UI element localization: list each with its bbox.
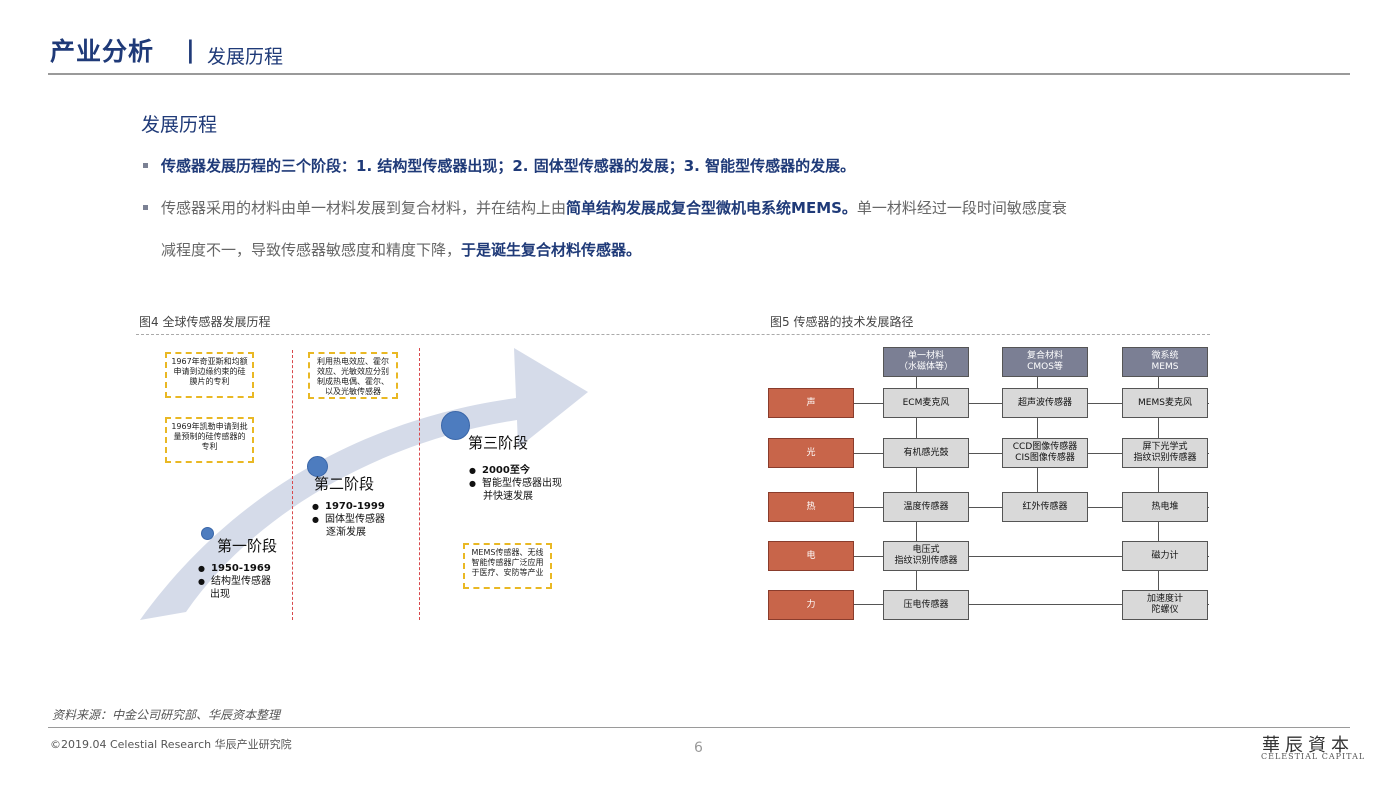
company-logo-en: CELESTIAL CAPITAL [1261, 752, 1366, 761]
row-label-force: 力 [768, 590, 854, 620]
bullet-emphasis: 简单结构发展成复合型微机电系统MEMS。 [566, 199, 857, 217]
column-header-text: （水磁体等） [898, 362, 953, 372]
stage-3-desc: 智能型传感器出现 [469, 477, 562, 490]
tech-box-text: 陀螺仪 [1151, 605, 1179, 615]
tech-box: 热电堆 [1122, 492, 1208, 522]
tech-box: 有机感光鼓 [883, 438, 969, 468]
tech-box: 压电传感器 [883, 590, 969, 620]
tech-box: ECM麦克风 [883, 388, 969, 418]
header-rule [48, 73, 1350, 75]
tech-box: 电压式指纹识别传感器 [883, 541, 969, 571]
stage-3-desc-cont: 并快速发展 [483, 491, 533, 502]
stage-dot [201, 527, 214, 540]
note-box: 1969年凯勒申请到批量预制的硅传感器的专利 [165, 417, 254, 463]
row-label-heat: 热 [768, 492, 854, 522]
stage-dot [441, 411, 470, 440]
title-divider: | [186, 36, 195, 64]
fig4-timeline: 1967年奇亚斯和均额申请到边缘约束的硅膜片的专利 1969年凯勒申请到批量预制… [136, 340, 606, 625]
stage-divider [419, 348, 420, 620]
column-header-text: 复合材料 [1026, 351, 1063, 361]
stage-2-desc: 固体型传感器 [312, 513, 385, 526]
footer-rule [48, 727, 1350, 728]
stage-3-list: 2000至今 智能型传感器出现 并快速发展 [469, 464, 562, 503]
note-box: 1967年奇亚斯和均额申请到边缘约束的硅膜片的专利 [165, 352, 254, 398]
bullet-marker [143, 205, 148, 210]
column-header-text: MEMS [1151, 362, 1179, 372]
tech-box: 红外传感器 [1002, 492, 1088, 522]
section-title: 发展历程 [141, 114, 218, 136]
row-connector [854, 604, 1209, 605]
page-title: 产业分析 [50, 37, 155, 66]
column-header-text: 单一材料 [907, 351, 944, 361]
tech-box-text: 指纹识别传感器 [894, 556, 958, 566]
tech-box-text: CIS图像传感器 [1015, 453, 1075, 463]
tech-box: 磁力计 [1122, 541, 1208, 571]
row-label-light: 光 [768, 438, 854, 468]
row-label-electric: 电 [768, 541, 854, 571]
bullet-materials-line1: 传感器采用的材料由单一材料发展到复合材料，并在结构上由简单结构发展成复合型微机电… [161, 197, 1067, 218]
note-box: MEMS传感器、无线智能传感器广泛应用于医疗、安防等产业 [463, 543, 552, 589]
stage-1-desc-cont: 出现 [210, 589, 230, 600]
tech-box-text: 加速度计 [1146, 594, 1183, 604]
stage-1-list: 1950-1969 结构型传感器 出现 [198, 562, 271, 601]
tech-box-text: 屏下光学式 [1142, 442, 1188, 452]
stage-1-title: 第一阶段 [217, 537, 278, 555]
bullet-materials-line2: 减程度不一，导致传感器敏感度和精度下降，于是诞生复合材料传感器。 [161, 239, 641, 260]
page-number: 6 [694, 740, 703, 756]
stage-2-desc-cont: 逐渐发展 [326, 527, 366, 538]
bullet-text: 传感器采用的材料由单一材料发展到复合材料，并在结构上由 [161, 199, 567, 217]
stage-dot [307, 456, 328, 477]
note-box: 利用热电效应、霍尔效应、光敏效应分别制成热电偶、霍尔、以及光敏传感器 [308, 352, 398, 399]
tech-box: 屏下光学式指纹识别传感器 [1122, 438, 1208, 468]
stage-1-desc: 结构型传感器 [198, 575, 271, 588]
bullet-marker [143, 163, 148, 168]
tech-box-text: 电压式 [912, 545, 940, 555]
fig4-caption: 图4 全球传感器发展历程 [139, 315, 271, 329]
growth-arrow [140, 348, 588, 620]
bullet-stages: 传感器发展历程的三个阶段：1. 结构型传感器出现；2. 固体型传感器的发展；3.… [161, 157, 856, 175]
stage-3-years: 2000至今 [469, 464, 562, 477]
stage-3-title: 第三阶段 [468, 434, 529, 452]
tech-box: 超声波传感器 [1002, 388, 1088, 418]
tech-box: 加速度计陀螺仪 [1122, 590, 1208, 620]
tech-box-text: CCD图像传感器 [1012, 442, 1078, 452]
stage-1-years: 1950-1969 [198, 562, 271, 575]
row-label-sound: 声 [768, 388, 854, 418]
tech-box: MEMS麦克风 [1122, 388, 1208, 418]
column-header-text: CMOS等 [1027, 362, 1063, 372]
bullet-emphasis: 于是诞生复合材料传感器。 [461, 241, 642, 259]
bullet-text: 减程度不一，导致传感器敏感度和精度下降， [161, 241, 462, 259]
company-logo: 華辰資本 [1262, 735, 1354, 756]
stage-2-list: 1970-1999 固体型传感器 逐渐发展 [312, 500, 385, 539]
source-note: 资料来源：中金公司研究部、华辰资本整理 [52, 708, 281, 722]
tech-box-text: 指纹识别传感器 [1133, 453, 1197, 463]
column-header-text: 微系统 [1151, 351, 1179, 361]
fig5-caption: 图5 传感器的技术发展路径 [770, 315, 914, 329]
copyright: ©2019.04 Celestial Research 华辰产业研究院 [50, 738, 292, 751]
stage-2-years: 1970-1999 [312, 500, 385, 513]
column-header-single-material: 单一材料（水磁体等） [883, 347, 969, 377]
stage-divider [292, 350, 293, 620]
page-subtitle: 发展历程 [207, 46, 284, 68]
bullet-text: 单一材料经过一段时间敏感度衰 [856, 199, 1067, 217]
row-connector [854, 556, 1209, 557]
stage-2-title: 第二阶段 [314, 475, 375, 493]
caption-rule [136, 334, 1210, 335]
tech-box: 温度传感器 [883, 492, 969, 522]
